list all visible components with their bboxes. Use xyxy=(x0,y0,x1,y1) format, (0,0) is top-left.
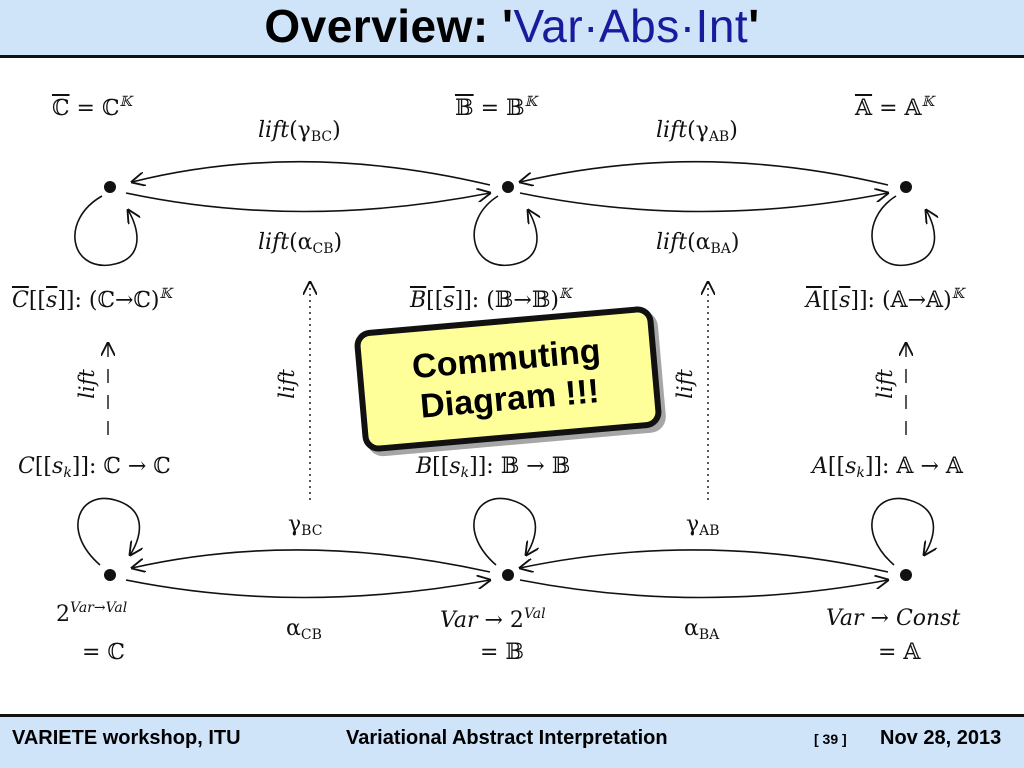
label-b-domain: Var → 2Val xyxy=(440,606,546,633)
edge-lift-gamma-ab xyxy=(520,160,889,185)
label-lift-gamma-ab: lift(γAB) xyxy=(656,118,738,145)
label-b-bar: 𝔹 = 𝔹𝕂 xyxy=(455,94,537,121)
node-a-top xyxy=(900,181,912,193)
title-prefix: Overview: ' xyxy=(264,0,514,52)
title-bar: Overview: 'Var·Abs·Int' xyxy=(0,0,1024,58)
label-eq-c: = ℂ xyxy=(82,640,125,665)
commuting-diagram-callout: Commuting Diagram !!! xyxy=(353,305,663,453)
edge-lift-alpha-ba xyxy=(519,193,888,213)
label-a-semantics: A[[sk]]: 𝔸 → 𝔸 xyxy=(812,454,963,481)
node-c-bottom xyxy=(104,569,116,581)
label-c-semantics: C[[sk]]: ℂ → ℂ xyxy=(18,454,171,481)
label-gamma-ab: γAB xyxy=(686,512,720,539)
label-b-lifted-semantics: B[[s]]: (𝔹→𝔹)𝕂 xyxy=(410,286,572,313)
footer-date: Nov 28, 2013 xyxy=(880,727,1002,749)
label-lift-gamma-bc: lift(γBC) xyxy=(258,118,341,145)
footer-bar: VARIETE workshop, ITU Variational Abstra… xyxy=(0,714,1024,768)
label-alpha-cb: αCB xyxy=(286,616,322,643)
slide-title: Overview: 'Var·Abs·Int' xyxy=(0,0,1024,52)
label-alpha-ba: αBA xyxy=(684,616,720,643)
edge-gamma-bc xyxy=(132,549,491,572)
diagram-edges xyxy=(74,160,1024,599)
node-c-top xyxy=(104,181,116,193)
label-c-domain: 2Var→Val xyxy=(56,600,128,627)
title-accent: Var·Abs·Int xyxy=(513,0,749,52)
edge-lift-gamma-bc xyxy=(132,160,491,185)
label-b-semantics: B[[sk]]: 𝔹 → 𝔹 xyxy=(416,454,571,481)
label-a-domain: Var → Const xyxy=(826,606,961,631)
loop-b-bottom xyxy=(473,497,536,566)
footer-page-number: [ 39 ] xyxy=(814,731,847,747)
loop-c-top xyxy=(74,195,137,266)
edge-alpha-ba xyxy=(519,580,888,599)
label-a-lifted-semantics: A[[s]]: (𝔸→𝔸)𝕂 xyxy=(806,286,964,313)
label-c-bar: ℂ = ℂ𝕂 xyxy=(52,94,132,121)
label-c-lifted-semantics: C[[s]]: (ℂ→ℂ)𝕂 xyxy=(12,286,172,313)
footer-talk-title: Variational Abstract Interpretation xyxy=(346,727,668,749)
label-lift-gamma-bc-vertical: lift xyxy=(274,369,299,399)
label-a-bar: 𝔸 = 𝔸𝕂 xyxy=(855,94,934,121)
label-eq-a: = 𝔸 xyxy=(878,640,921,665)
label-lift-alpha-cb: lift(αCB) xyxy=(258,230,343,257)
label-lift-a: lift xyxy=(872,369,897,399)
commuting-diagram: ℂ = ℂ𝕂 𝔹 = 𝔹𝕂 𝔸 = 𝔸𝕂 lift(γBC) lift(γAB)… xyxy=(0,60,1024,700)
edge-lift-alpha-cb xyxy=(125,193,490,213)
edge-gamma-ab xyxy=(520,549,889,572)
footer-venue: VARIETE workshop, ITU xyxy=(12,727,241,749)
label-lift-c: lift xyxy=(74,369,99,399)
label-eq-b: = 𝔹 xyxy=(480,640,525,665)
node-b-bottom xyxy=(502,569,514,581)
node-b-top xyxy=(502,181,514,193)
label-gamma-bc: γBC xyxy=(288,512,323,539)
edge-alpha-cb xyxy=(125,580,490,599)
title-suffix: ' xyxy=(748,0,760,52)
node-a-bottom xyxy=(900,569,912,581)
loop-b-top xyxy=(473,195,537,266)
label-lift-gamma-ab-vertical: lift xyxy=(672,369,697,399)
loop-a-top xyxy=(871,195,935,266)
label-lift-alpha-ba: lift(αBA) xyxy=(656,230,740,257)
loop-a-bottom xyxy=(871,497,934,566)
loop-c-bottom xyxy=(77,497,140,566)
